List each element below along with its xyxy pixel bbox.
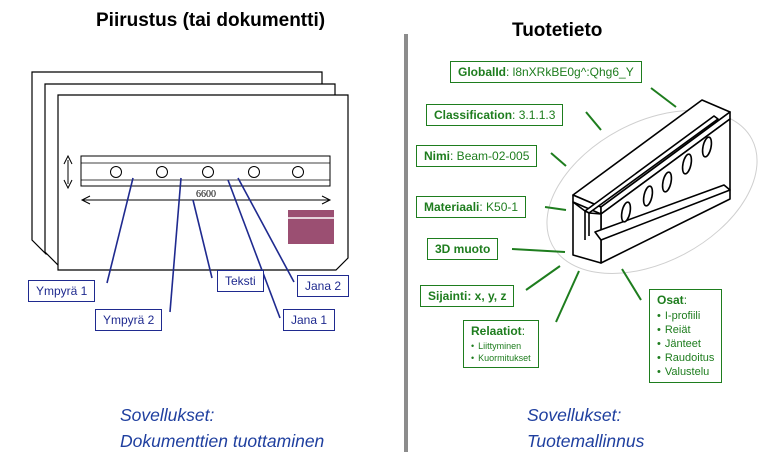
- list-item: Valustelu: [657, 365, 714, 379]
- attr-parts-suffix: :: [683, 293, 688, 307]
- title-block-stamp: [288, 210, 334, 244]
- label-text: Teksti: [217, 270, 264, 292]
- dimension-value: 6600: [196, 189, 216, 200]
- attr-shape-label: 3D muoto: [435, 242, 491, 256]
- attr-material-label: Materiaali: [424, 200, 480, 214]
- list-item: I-profiili: [657, 309, 714, 323]
- leader-classification: [585, 111, 602, 131]
- attr-globalid-value: : l8nXRkBE0g^:Qhg6_Y: [506, 65, 634, 79]
- label-circle2: Ympyrä 2: [95, 309, 163, 331]
- attr-classification: Classification: 3.1.1.3: [426, 104, 564, 126]
- leader-material: [544, 206, 567, 211]
- height-arrow-head-bottom: [63, 179, 73, 190]
- attr-name-label: Nimi: [424, 149, 451, 163]
- leader-circle1: [106, 177, 134, 284]
- leader-text: [192, 199, 213, 279]
- dimension-arrow-head-right: [321, 195, 332, 205]
- leader-relations: [555, 270, 580, 323]
- list-item: Kuormitukset: [471, 352, 531, 364]
- left-applications: Sovellukset: Dokumenttien tuottaminen: [120, 402, 324, 454]
- parts-list: I-profiili Reiät Jänteet Raudoitus Valus…: [657, 309, 715, 379]
- drawn-hole: [202, 166, 214, 178]
- leader-line2: [237, 177, 295, 283]
- label-line1: Jana 1: [283, 309, 336, 331]
- dimension-arrow-head-left: [80, 195, 91, 205]
- list-item: Jänteet: [657, 337, 714, 351]
- relations-list: Liittyminen Kuormitukset: [471, 340, 531, 364]
- left-applications-heading: Sovellukset:: [120, 405, 215, 425]
- leader-location: [525, 265, 561, 291]
- attr-shape: 3D muoto: [427, 238, 499, 260]
- left-title: Piirustus (tai dokumentti): [96, 10, 326, 31]
- leader-globalid: [650, 87, 677, 108]
- attr-relations-suffix: :: [521, 324, 526, 338]
- drawn-hole: [156, 166, 168, 178]
- list-item: Raudoitus: [657, 351, 715, 365]
- attr-parts: Osat: I-profiili Reiät Jänteet Raudoitus…: [649, 289, 723, 383]
- attr-relations: Relaatiot: Liittyminen Kuormitukset: [463, 320, 539, 368]
- list-item: Liittyminen: [471, 340, 531, 352]
- attr-name: Nimi: Beam-02-005: [416, 145, 538, 167]
- list-item: Reiät: [657, 323, 714, 337]
- right-applications: Sovellukset: Tuotemallinnus: [527, 402, 644, 454]
- drawn-hole: [248, 166, 260, 178]
- right-title: Tuotetieto: [512, 20, 603, 41]
- drawn-hole: [110, 166, 122, 178]
- leader-circle2: [169, 177, 182, 313]
- attr-material-value: : K50-1: [479, 200, 519, 214]
- right-applications-heading: Sovellukset:: [527, 405, 622, 425]
- attr-material: Materiaali: K50-1: [416, 196, 527, 218]
- right-applications-text: Tuotemallinnus: [527, 431, 645, 451]
- beam-3d: [572, 99, 731, 264]
- attr-location: Sijainti: x, y, z: [420, 285, 515, 307]
- attr-classification-value: : 3.1.1.3: [512, 108, 556, 122]
- attr-globalid-label: GlobalId: [458, 65, 506, 79]
- attr-name-value: : Beam-02-005: [450, 149, 530, 163]
- attr-globalid: GlobalId: l8nXRkBE0g^:Qhg6_Y: [450, 61, 642, 83]
- label-line2: Jana 2: [297, 275, 350, 297]
- leader-line1: [227, 179, 281, 319]
- leader-parts: [621, 268, 642, 301]
- drawn-hole: [292, 166, 304, 178]
- attr-classification-label: Classification: [434, 108, 513, 122]
- attr-parts-label: Osat: [657, 293, 684, 307]
- leader-shape: [511, 248, 566, 253]
- attr-location-label: Sijainti: x, y, z: [428, 289, 507, 303]
- height-arrow-head-top: [63, 154, 73, 165]
- label-circle1: Ympyrä 1: [28, 280, 96, 302]
- left-applications-text: Dokumenttien tuottaminen: [120, 431, 325, 451]
- attr-relations-label: Relaatiot: [471, 324, 522, 338]
- leader-name: [550, 152, 567, 167]
